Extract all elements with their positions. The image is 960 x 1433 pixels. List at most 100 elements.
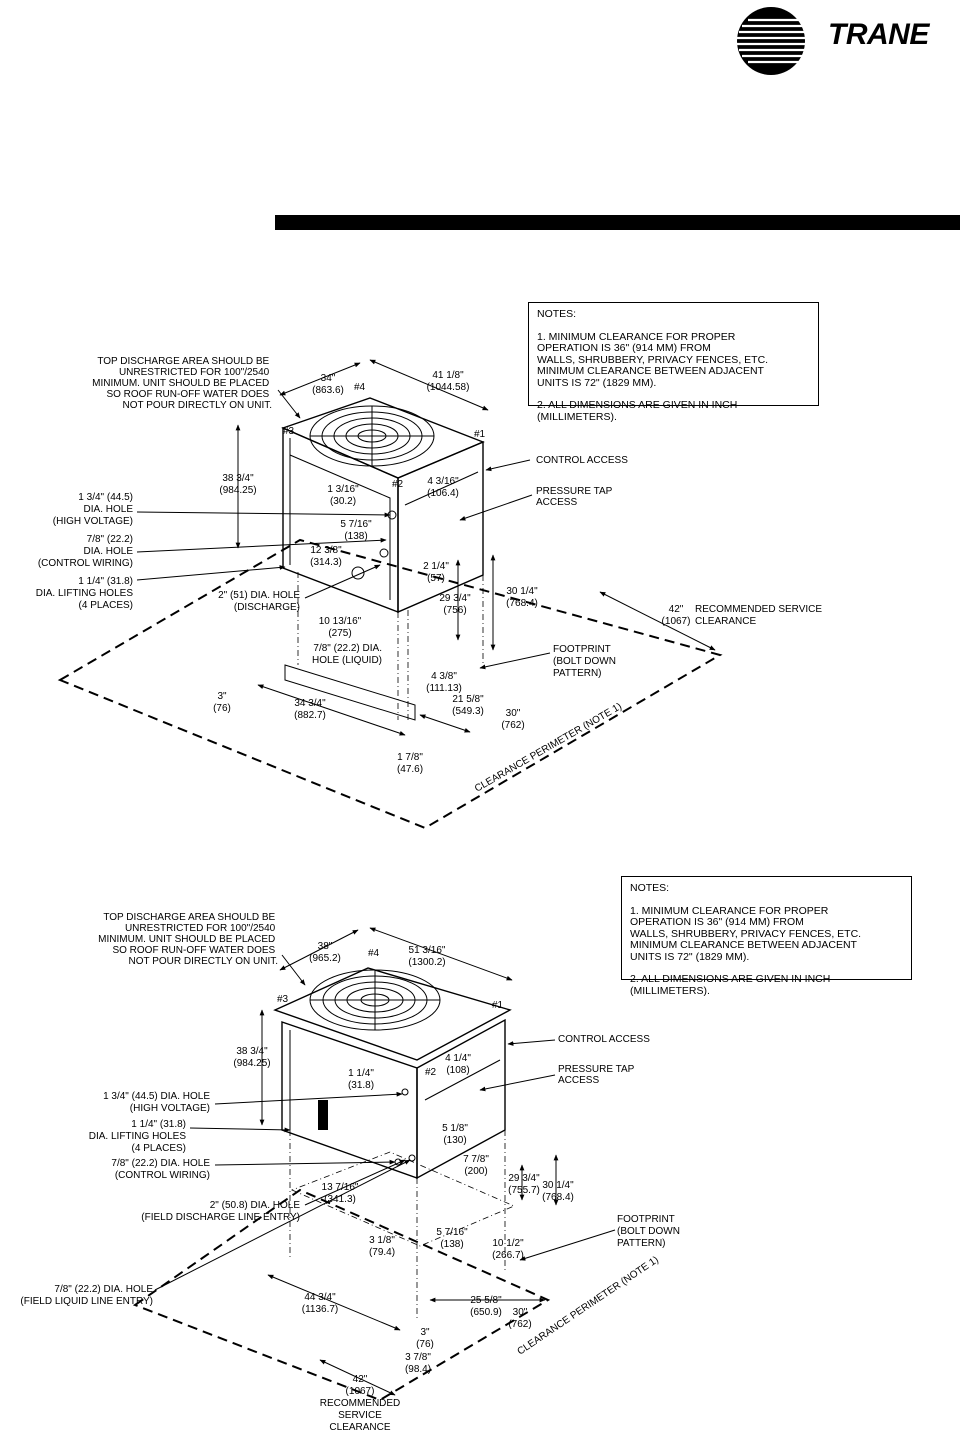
unit1-pressure-panel-line	[404, 471, 479, 506]
unit2-dim-d8: 5 7/16"(138)	[436, 1227, 468, 1250]
unit1-top-discharge-note: TOP DISCHARGE AREA SHOULD BE UNRESTRICTE…	[92, 356, 272, 411]
unit2-pressure-panel-line	[424, 1059, 501, 1101]
unit1-dim-d13: 34 3/4"(882.7)	[294, 698, 326, 721]
notes-box-unit2: NOTES: 1. MINIMUM CLEARANCE FOR PROPER O…	[621, 876, 912, 996]
unit1-dim-width: 41 1/8"(1044.58)	[427, 370, 470, 393]
unit1-control-access-label: CONTROL ACCESS	[536, 455, 628, 466]
corner-2: #2	[392, 479, 404, 490]
note-2: 2. ALL DIMENSIONS ARE GIVEN IN INCH (MIL…	[537, 399, 738, 423]
unit1-liquid-label: 7/8" (22.2) DIA.HOLE (LIQUID)	[312, 643, 382, 666]
unit2-dim-d9: 3 1/8"(79.4)	[369, 1235, 395, 1258]
unit2-control-access-label: CONTROL ACCESS	[558, 1034, 650, 1045]
unit1-dim-30-762	[419, 714, 471, 733]
unit1-dim-d4: 12 3/8"(314.3)	[310, 545, 342, 568]
unit1-footprint-leader	[479, 652, 551, 670]
unit1-dim-d10: 21 5/8"(549.3)	[452, 694, 484, 717]
unit2-dim-44	[267, 1274, 401, 1331]
unit1-width-dim	[369, 359, 489, 411]
unit2-drawing: TOP DISCHARGE AREA SHOULD BE UNRESTRICTE…	[20, 912, 680, 1433]
unit2-disch-leader	[304, 1159, 406, 1206]
unit1-clearance-perimeter	[57, 538, 723, 830]
notes-heading: NOTES:	[630, 882, 670, 894]
corner-4: #4	[354, 382, 366, 393]
unit2-hv-leader	[214, 1091, 403, 1105]
unit1-cw-hole	[379, 548, 389, 558]
corner-1: #1	[474, 429, 486, 440]
unit1-dim-d5: 2 1/4"(57)	[423, 561, 449, 584]
unit2-footprint	[290, 1151, 516, 1247]
notes-heading: NOTES:	[537, 308, 577, 320]
unit2-cw-leader	[214, 1159, 396, 1166]
unit1-pressure-leader	[459, 494, 533, 521]
corner-3: #3	[283, 426, 295, 437]
corner-3: #3	[277, 994, 289, 1005]
unit2-dim-width: 51 3/16"(1300.2)	[408, 945, 446, 968]
unit1-dim-d3: 5 7/16"(138)	[340, 519, 372, 542]
unit1-dim-height: 38 3/4"(984.25)	[219, 473, 256, 496]
unit2-dim-d13: 30"(762)	[508, 1307, 531, 1330]
unit1-hv-leader	[136, 511, 391, 518]
unit1-discharge-hole	[351, 566, 365, 580]
note-2: 2. ALL DIMENSIONS ARE GIVEN IN INCH (MIL…	[630, 973, 831, 997]
unit2-liquid-hole	[408, 1154, 416, 1162]
unit2-width-dim	[369, 927, 513, 981]
trane-logo	[737, 7, 806, 75]
unit1-depth-dim	[279, 362, 361, 396]
unit2-dim-d2: 4 1/4"(108)	[445, 1053, 471, 1076]
unit1-disch-label: 2" (51) DIA. HOLE(DISCHARGE)	[218, 590, 300, 613]
unit2-dim-d12: 25 5/8"(650.9)	[470, 1295, 502, 1318]
unit1-dim-d14: 1 7/8"(47.6)	[397, 752, 423, 775]
unit2-pressure-leader	[479, 1074, 556, 1092]
unit2-lift-label: 1 1/4" (31.8)DIA. LIFTING HOLES(4 PLACES…	[89, 1119, 187, 1154]
unit1-dim-d11: 30"(762)	[501, 708, 524, 731]
unit1-dim-34	[257, 684, 406, 736]
unit1-service-dim	[599, 591, 716, 651]
unit1-cw-label: 7/8" (22.2)DIA. HOLE(CONTROL WIRING)	[38, 534, 134, 569]
unit1-dim-d9: 4 3/8"(111.13)	[426, 671, 462, 694]
unit2-hv-hole	[401, 1088, 409, 1096]
unit2-fan-grille	[309, 969, 441, 1031]
brand-wordmark: TRANE	[828, 18, 929, 51]
unit2-dim-d4: 7 7/8"(200)	[463, 1154, 489, 1177]
unit2-top-panel	[273, 967, 512, 1061]
unit2-hv-label: 1 3/4" (44.5) DIA. HOLE(HIGH VOLTAGE)	[103, 1091, 210, 1114]
unit2-coil-detail	[318, 1100, 328, 1130]
unit2-right-face	[416, 1018, 506, 1180]
unit1-drawing: TOP DISCHARGE AREA SHOULD BE UNRESTRICTE…	[36, 356, 822, 830]
unit1-dim-d12: 3"(76)	[213, 691, 231, 714]
unit1-hv-label: 1 3/4" (44.5)DIA. HOLE(HIGH VOLTAGE)	[53, 492, 134, 527]
unit2-footprint-leader	[519, 1229, 616, 1261]
unit1-cw-leader	[136, 537, 387, 553]
unit2-dim-d11: 44 3/4"(1136.7)	[302, 1292, 339, 1315]
unit2-clearance-perimeter	[132, 1188, 551, 1402]
note-1: 1. MINIMUM CLEARANCE FOR PROPER OPERATIO…	[537, 330, 769, 389]
unit2-top-discharge-note: TOP DISCHARGE AREA SHOULD BE UNRESTRICTE…	[98, 912, 278, 967]
unit1-perimeter-label: CLEARANCE PERIMETER (NOTE 1)	[473, 701, 624, 794]
unit1-top-discharge-leader	[277, 389, 301, 419]
note-1: 1. MINIMUM CLEARANCE FOR PROPER OPERATIO…	[630, 904, 862, 963]
unit2-dim-height: 38 3/4"(984.25)	[233, 1046, 270, 1069]
unit1-panel-inner	[289, 454, 391, 600]
unit1-lift-leader	[136, 565, 286, 581]
unit2-liquid-label: 7/8" (22.2) DIA. HOLE(FIELD LIQUID LINE …	[20, 1284, 153, 1307]
unit2-top-discharge-leader	[281, 954, 306, 986]
unit1-control-leader	[485, 459, 531, 472]
unit1-disch-leader	[304, 564, 381, 599]
unit2-dim-d3: 5 1/8"(130)	[442, 1123, 468, 1146]
unit2-dim-d15: 3 7/8"(98.4)	[405, 1352, 431, 1375]
unit1-dim-service: 42"(1067)	[662, 604, 691, 627]
notes-box-unit1: NOTES: 1. MINIMUM CLEARANCE FOR PROPER O…	[528, 302, 819, 422]
unit2-depth-dim	[279, 929, 359, 971]
unit1-lift-label: 1 1/4" (31.8)DIA. LIFTING HOLES(4 PLACES…	[36, 576, 134, 611]
unit2-disch-label: 2" (50.8) DIA. HOLE(FIELD DISCHARGE LINE…	[141, 1200, 300, 1223]
unit2-service-dim	[319, 1359, 396, 1396]
unit2-dim-d14: 3"(76)	[416, 1327, 434, 1350]
unit1-dim-d7: 30 1/4"(768.4)	[506, 586, 538, 609]
unit2-dim-depth: 38"(965.2)	[309, 941, 341, 964]
unit1-dim-depth: 34"(863.6)	[312, 373, 344, 396]
unit2-dim-d1: 1 1/4"(31.8)	[348, 1068, 374, 1091]
